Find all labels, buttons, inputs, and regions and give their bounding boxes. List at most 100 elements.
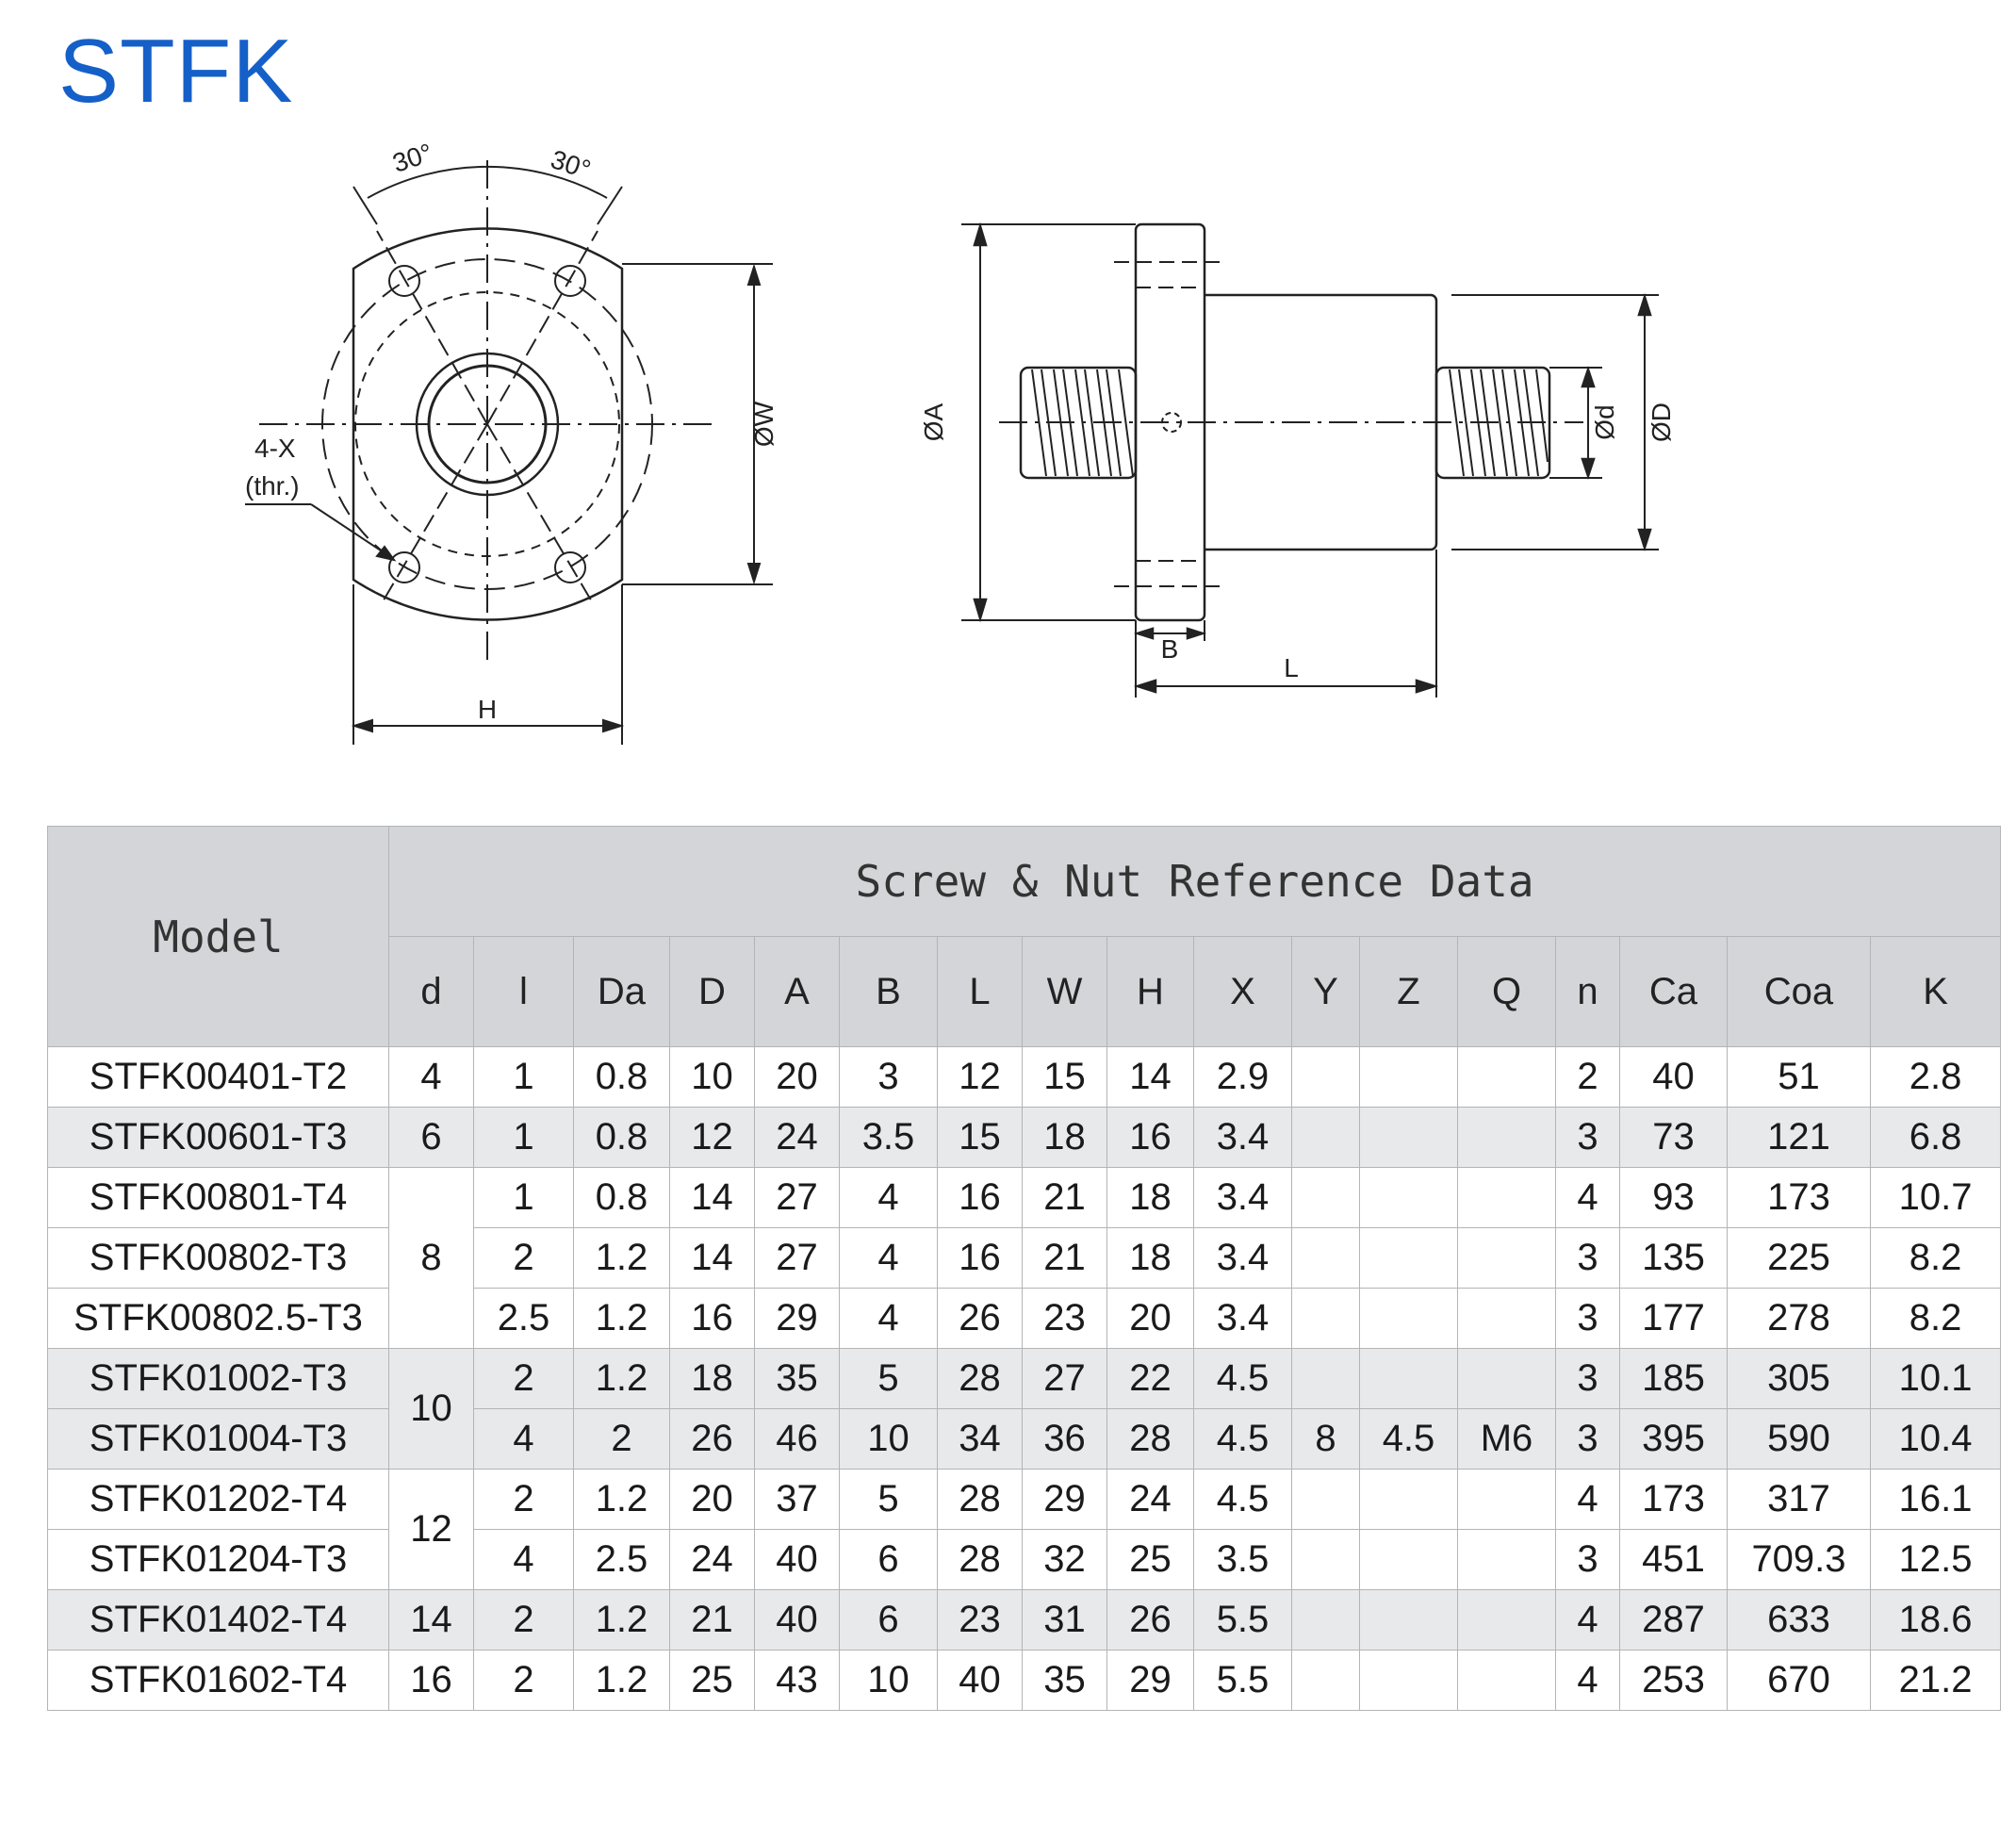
cell-x: 4.5 bbox=[1193, 1408, 1292, 1470]
cell-a: 40 bbox=[754, 1529, 840, 1590]
column-header-d: D bbox=[669, 936, 755, 1047]
column-header-b: B bbox=[839, 936, 938, 1047]
cell-k: 8.2 bbox=[1869, 1288, 2002, 1349]
cell-k: 10.1 bbox=[1869, 1348, 2002, 1409]
cell-w: 15 bbox=[1022, 1046, 1107, 1108]
cell-q bbox=[1457, 1107, 1556, 1168]
cell-b: 3.5 bbox=[839, 1107, 938, 1168]
cell-model: STFK01402-T4 bbox=[47, 1589, 389, 1651]
cell-a: 27 bbox=[754, 1227, 840, 1289]
cell-model: STFK01202-T4 bbox=[47, 1469, 389, 1530]
cell-n: 4 bbox=[1555, 1167, 1620, 1228]
cell-model: STFK01004-T3 bbox=[47, 1408, 389, 1470]
cell-l: 34 bbox=[937, 1408, 1023, 1470]
dia-d-large-label: ØD bbox=[1647, 402, 1676, 442]
cell-k: 12.5 bbox=[1869, 1529, 2002, 1590]
cell-model: STFK01002-T3 bbox=[47, 1348, 389, 1409]
cell-model: STFK00601-T3 bbox=[47, 1107, 389, 1168]
cell-ca: 451 bbox=[1619, 1529, 1728, 1590]
cell-ca: 173 bbox=[1619, 1469, 1728, 1530]
cell-d: 6 bbox=[388, 1107, 474, 1168]
cell-q bbox=[1457, 1288, 1556, 1349]
cell-da: 1.2 bbox=[573, 1469, 670, 1530]
length-l-label: L bbox=[1284, 653, 1299, 682]
dia-d-small-label: Ød bbox=[1590, 404, 1619, 439]
front-view-drawing: 30° 30° 4-X (thr.) ØW H bbox=[245, 138, 779, 745]
cell-d: 14 bbox=[669, 1167, 755, 1228]
cell-h: 14 bbox=[1106, 1046, 1194, 1108]
cell-a: 24 bbox=[754, 1107, 840, 1168]
cell-w: 23 bbox=[1022, 1288, 1107, 1349]
cell-n: 3 bbox=[1555, 1227, 1620, 1289]
cell-l: 16 bbox=[937, 1167, 1023, 1228]
cell-h: 24 bbox=[1106, 1469, 1194, 1530]
cell-model: STFK01204-T3 bbox=[47, 1529, 389, 1590]
cell-h: 20 bbox=[1106, 1288, 1194, 1349]
cell-a: 29 bbox=[754, 1288, 840, 1349]
column-header-da: Da bbox=[573, 936, 670, 1047]
cell-coa: 709.3 bbox=[1727, 1529, 1871, 1590]
cell-h: 25 bbox=[1106, 1529, 1194, 1590]
cell-l: 26 bbox=[937, 1288, 1023, 1349]
cell-l: 12 bbox=[937, 1046, 1023, 1108]
cell-z bbox=[1359, 1469, 1458, 1530]
cell-model: STFK01602-T4 bbox=[47, 1650, 389, 1711]
cell-coa: 317 bbox=[1727, 1469, 1871, 1530]
cell-ca: 253 bbox=[1619, 1650, 1728, 1711]
cell-a: 46 bbox=[754, 1408, 840, 1470]
cell-b: 5 bbox=[839, 1348, 938, 1409]
cell-l: 40 bbox=[937, 1650, 1023, 1711]
column-header-d: d bbox=[388, 936, 474, 1047]
cell-y bbox=[1291, 1046, 1360, 1108]
cell-d: 26 bbox=[669, 1408, 755, 1470]
cell-z bbox=[1359, 1529, 1458, 1590]
cell-coa: 225 bbox=[1727, 1227, 1871, 1289]
column-header-q: Q bbox=[1457, 936, 1556, 1047]
cell-k: 21.2 bbox=[1869, 1650, 2002, 1711]
cell-d: 14 bbox=[669, 1227, 755, 1289]
cell-d: 14 bbox=[388, 1589, 474, 1651]
cell-model: STFK00401-T2 bbox=[47, 1046, 389, 1108]
cell-l: 2 bbox=[473, 1348, 574, 1409]
cell-q bbox=[1457, 1167, 1556, 1228]
cell-l: 15 bbox=[937, 1107, 1023, 1168]
cell-a: 20 bbox=[754, 1046, 840, 1108]
cell-x: 3.4 bbox=[1193, 1227, 1292, 1289]
cell-w: 27 bbox=[1022, 1348, 1107, 1409]
cell-x: 3.4 bbox=[1193, 1167, 1292, 1228]
cell-d: 16 bbox=[388, 1650, 474, 1711]
cell-l: 1 bbox=[473, 1107, 574, 1168]
cell-k: 18.6 bbox=[1869, 1589, 2002, 1651]
cell-l: 4 bbox=[473, 1408, 574, 1470]
cell-z bbox=[1359, 1227, 1458, 1289]
cell-l: 1 bbox=[473, 1046, 574, 1108]
cell-ca: 73 bbox=[1619, 1107, 1728, 1168]
cell-w: 21 bbox=[1022, 1227, 1107, 1289]
cell-n: 3 bbox=[1555, 1107, 1620, 1168]
cell-model: STFK00801-T4 bbox=[47, 1167, 389, 1228]
cell-w: 35 bbox=[1022, 1650, 1107, 1711]
cell-h: 26 bbox=[1106, 1589, 1194, 1651]
cell-z bbox=[1359, 1650, 1458, 1711]
cell-q bbox=[1457, 1348, 1556, 1409]
cell-d: 24 bbox=[669, 1529, 755, 1590]
page-title: STFK bbox=[58, 21, 294, 122]
column-header-k: K bbox=[1869, 936, 2002, 1047]
angle-right-label: 30° bbox=[548, 144, 595, 185]
cell-n: 3 bbox=[1555, 1408, 1620, 1470]
cell-l: 2 bbox=[473, 1650, 574, 1711]
cell-w: 36 bbox=[1022, 1408, 1107, 1470]
cell-d: 10 bbox=[388, 1348, 474, 1470]
cell-d: 20 bbox=[669, 1469, 755, 1530]
cell-d: 8 bbox=[388, 1167, 474, 1349]
cell-d: 12 bbox=[669, 1107, 755, 1168]
cell-n: 4 bbox=[1555, 1589, 1620, 1651]
cell-coa: 305 bbox=[1727, 1348, 1871, 1409]
cell-coa: 590 bbox=[1727, 1408, 1871, 1470]
flange-b-label: B bbox=[1161, 634, 1179, 664]
cell-n: 2 bbox=[1555, 1046, 1620, 1108]
cell-a: 43 bbox=[754, 1650, 840, 1711]
cell-ca: 177 bbox=[1619, 1288, 1728, 1349]
